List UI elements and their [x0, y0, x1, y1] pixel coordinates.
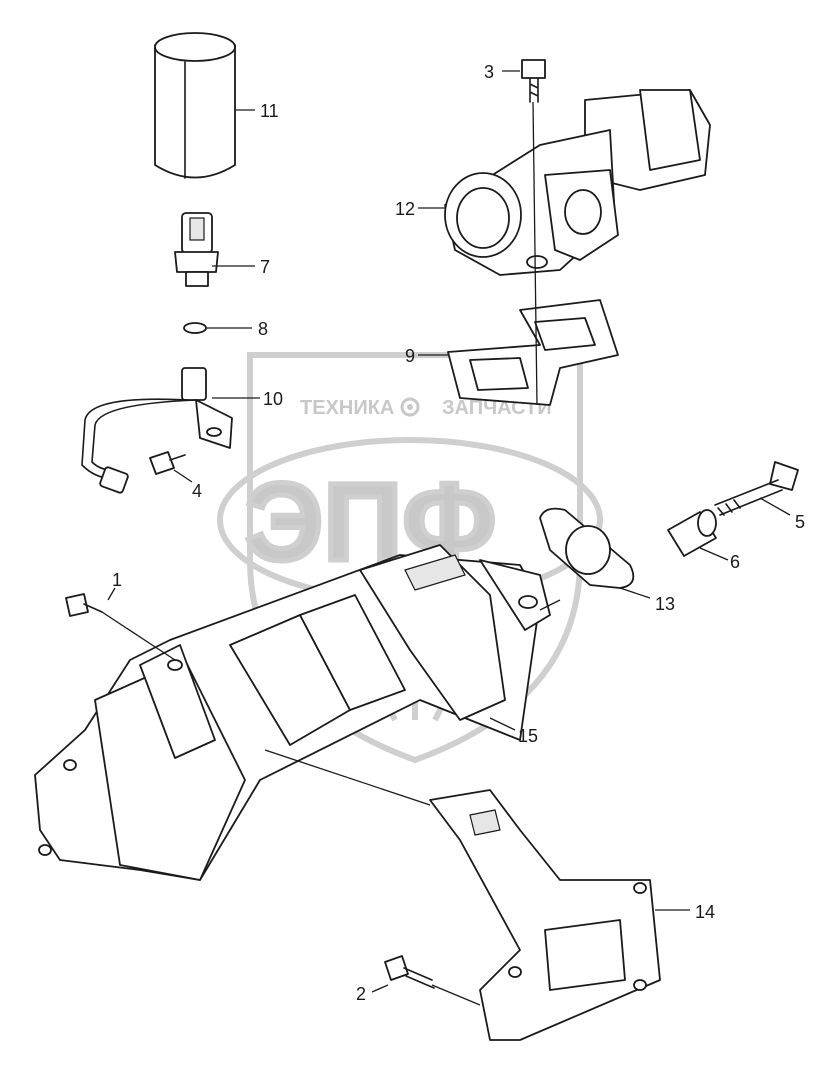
callouts: 1 2 3 4 5 6 7 8 9 10 11 12 13 14 15: [112, 62, 805, 1004]
part-11-filter: [154, 32, 236, 179]
callout-6: 6: [730, 552, 740, 572]
part-6-spacer: [667, 509, 717, 557]
callout-2: 2: [356, 984, 366, 1004]
watermark-text-left: ТЕХНИКА: [300, 397, 394, 419]
leader-lines: [101, 70, 791, 1006]
part-5-bolt: [714, 461, 799, 516]
callout-7: 7: [260, 257, 270, 277]
callout-1: 1: [112, 570, 122, 590]
callout-10: 10: [263, 389, 283, 409]
part-3-bolt: [521, 59, 546, 103]
callout-9: 9: [405, 346, 415, 366]
callout-4: 4: [192, 481, 202, 501]
part-1-bolt: [65, 593, 103, 617]
part-15-egr-cooler: [34, 544, 551, 881]
callout-13: 13: [655, 594, 675, 614]
part-12-egr-valve: [444, 89, 711, 276]
gear-icon: [400, 397, 420, 417]
callout-5: 5: [795, 512, 805, 532]
callout-8: 8: [258, 319, 268, 339]
part-4-bolt: [149, 451, 186, 475]
callout-11: 11: [260, 101, 279, 121]
part-7-sensor: [174, 212, 219, 287]
part-14-bracket: [429, 789, 661, 1041]
part-10-pipe-bracket: [81, 367, 233, 494]
part-2-bolt: [384, 955, 435, 989]
callout-12: 12: [395, 199, 415, 219]
callout-15: 15: [518, 726, 538, 746]
part-9-gasket: [447, 299, 619, 406]
callout-14: 14: [695, 902, 715, 922]
part-8-o-ring: [183, 322, 207, 334]
callout-3: 3: [484, 62, 494, 82]
part-13-gasket: [539, 507, 635, 589]
